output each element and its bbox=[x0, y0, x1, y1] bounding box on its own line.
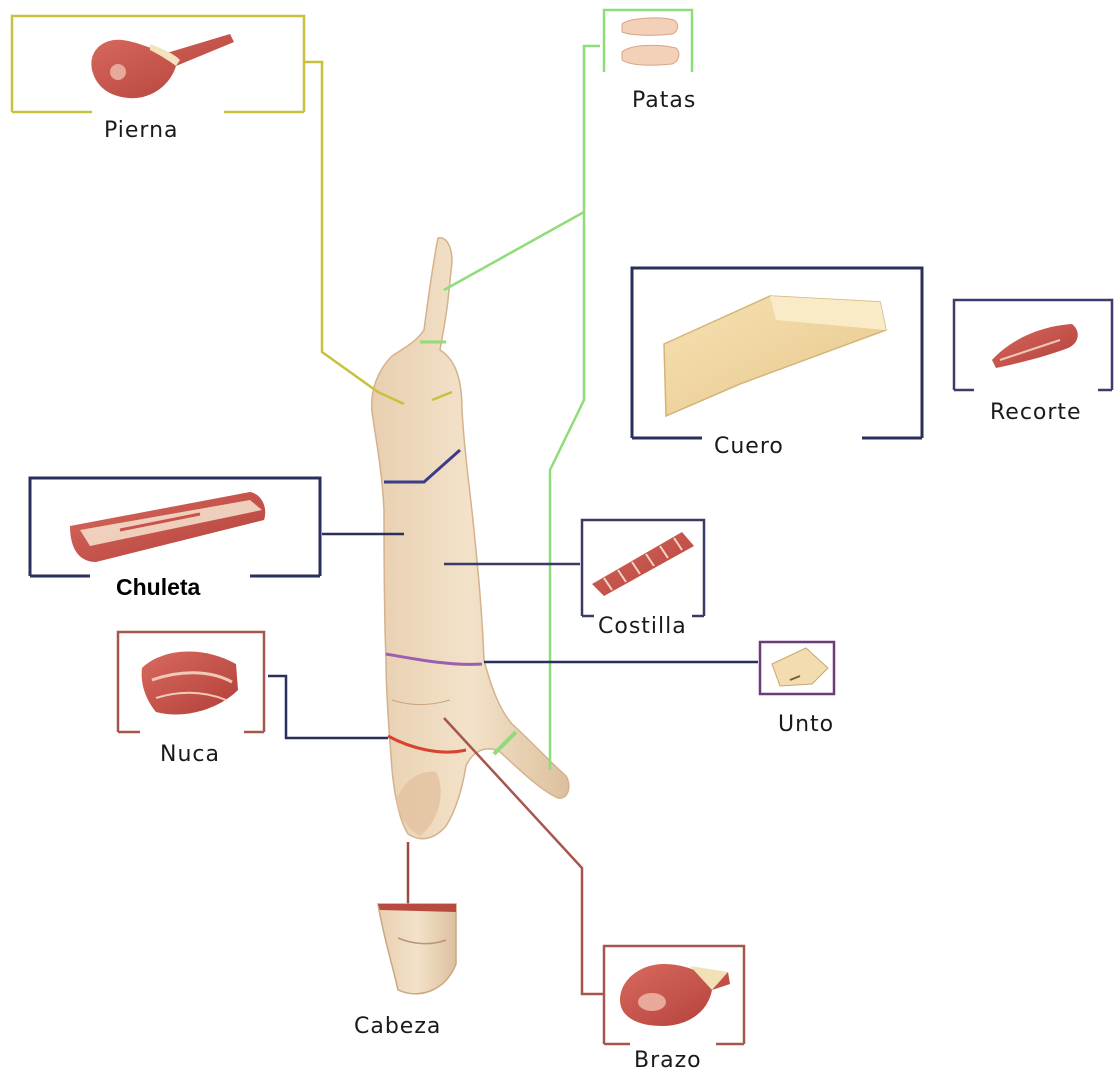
ham-leg-icon bbox=[91, 34, 234, 98]
cabeza-label: Cabeza bbox=[354, 1014, 441, 1039]
pork-neck-icon bbox=[142, 652, 238, 715]
pork-ribs-icon bbox=[592, 532, 694, 596]
pig-carcass-icon bbox=[372, 238, 569, 839]
unto-label: Unto bbox=[778, 712, 834, 737]
patas-leader-2 bbox=[550, 212, 584, 770]
meat-trim-icon bbox=[992, 324, 1078, 368]
pork-loin-icon bbox=[70, 492, 265, 562]
lard-icon bbox=[772, 648, 828, 686]
recorte-label: Recorte bbox=[990, 400, 1082, 425]
pierna-label: Pierna bbox=[104, 118, 179, 143]
pierna-leader bbox=[304, 62, 404, 404]
cuero-label: Cuero bbox=[714, 434, 784, 459]
chuleta-label: Chuleta bbox=[110, 574, 206, 601]
nuca-label: Nuca bbox=[160, 742, 220, 767]
pig-feet-icon bbox=[622, 18, 679, 65]
nuca-leader bbox=[268, 676, 388, 738]
patas-leader bbox=[444, 46, 600, 290]
patas-label: Patas bbox=[632, 88, 696, 113]
pig-head-icon bbox=[378, 904, 456, 994]
pork-shoulder-icon bbox=[620, 964, 730, 1026]
pork-skin-icon bbox=[664, 296, 886, 416]
costilla-label: Costilla bbox=[598, 614, 687, 639]
brazo-label: Brazo bbox=[634, 1048, 702, 1073]
